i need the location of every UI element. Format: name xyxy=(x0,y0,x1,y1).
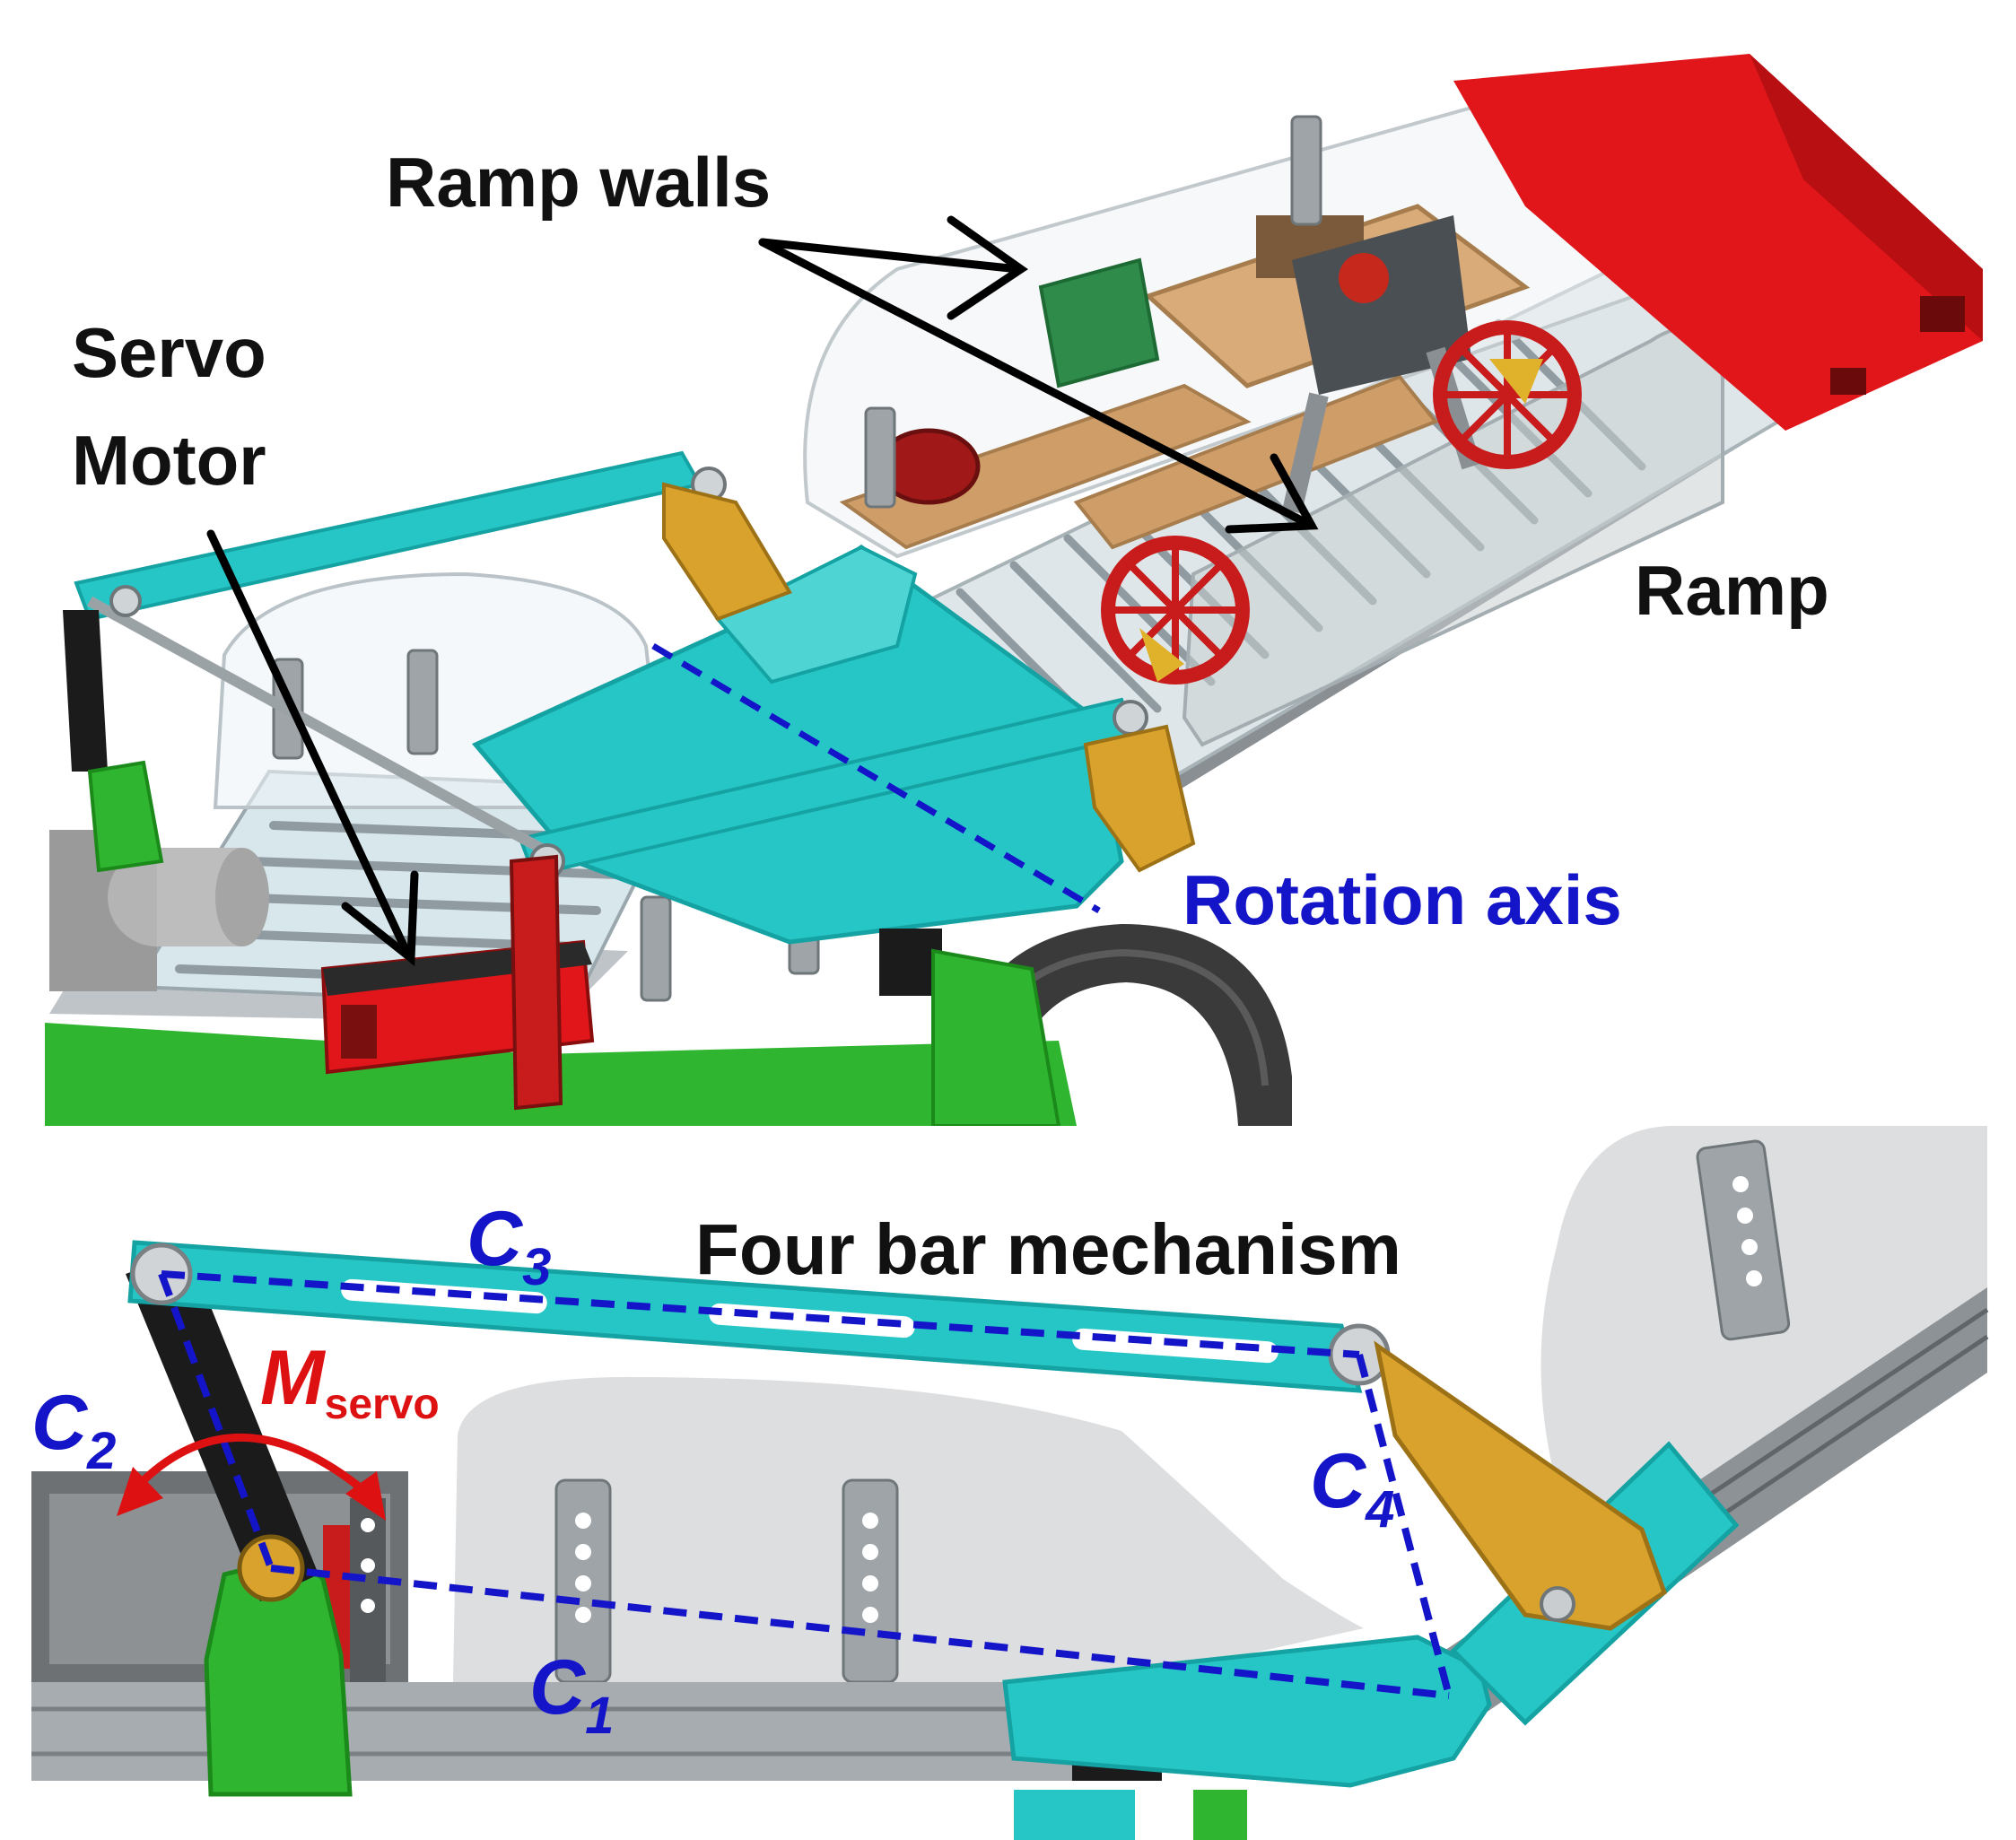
green-pcb xyxy=(1038,257,1160,388)
label-rotation-axis: Rotation axis xyxy=(1183,860,1622,939)
label-servo: Servo xyxy=(72,313,266,392)
moment-arrowhead-left xyxy=(117,1467,163,1516)
label-ramp-walls: Ramp walls xyxy=(386,143,771,222)
moment-arc xyxy=(135,1434,371,1497)
black-arm-left xyxy=(63,610,108,772)
label-m-servo: Mservo xyxy=(260,1335,440,1428)
label-c1: C1 xyxy=(529,1644,614,1745)
label-c2: C2 xyxy=(31,1380,116,1480)
rotation-axis-line xyxy=(651,642,1101,914)
red-servo-arm xyxy=(509,854,563,1111)
cyan-hinge-top xyxy=(714,545,918,685)
black-crank xyxy=(126,1251,319,1601)
top-render: Ramp walls Servo Motor Ramp Rotation axi… xyxy=(45,54,1983,1128)
red-front-housing xyxy=(1453,54,1983,431)
four-bar-dashed-outline xyxy=(158,1270,1453,1699)
gold-bracket-front xyxy=(1083,724,1196,873)
shaft xyxy=(87,596,559,862)
bottom-render: Four bar mechanism C3 C2 C4 C1 Mservo xyxy=(0,1126,2016,1840)
label-c3: C3 xyxy=(467,1196,551,1296)
cyan-base-link xyxy=(1002,1635,1492,1788)
ramp-walls-arrows xyxy=(758,215,1319,534)
grey-actuator xyxy=(49,830,269,991)
moment-arrowhead-right xyxy=(345,1471,386,1521)
label-four-bar-mechanism: Four bar mechanism xyxy=(695,1209,1401,1289)
label-motor: Motor xyxy=(72,421,266,500)
servo-motor-arrow xyxy=(206,529,419,967)
wooden-carriage xyxy=(839,204,1531,550)
gold-rocker xyxy=(1374,1340,1668,1631)
transparent-fin xyxy=(453,1377,1364,1682)
green-mount-left xyxy=(87,760,164,873)
gold-bracket-top xyxy=(662,482,792,622)
red-wheel-right xyxy=(1433,320,1582,469)
label-c4: C4 xyxy=(1310,1438,1394,1539)
red-wheel-left xyxy=(1101,536,1250,685)
label-ramp: Ramp xyxy=(1635,551,1829,630)
